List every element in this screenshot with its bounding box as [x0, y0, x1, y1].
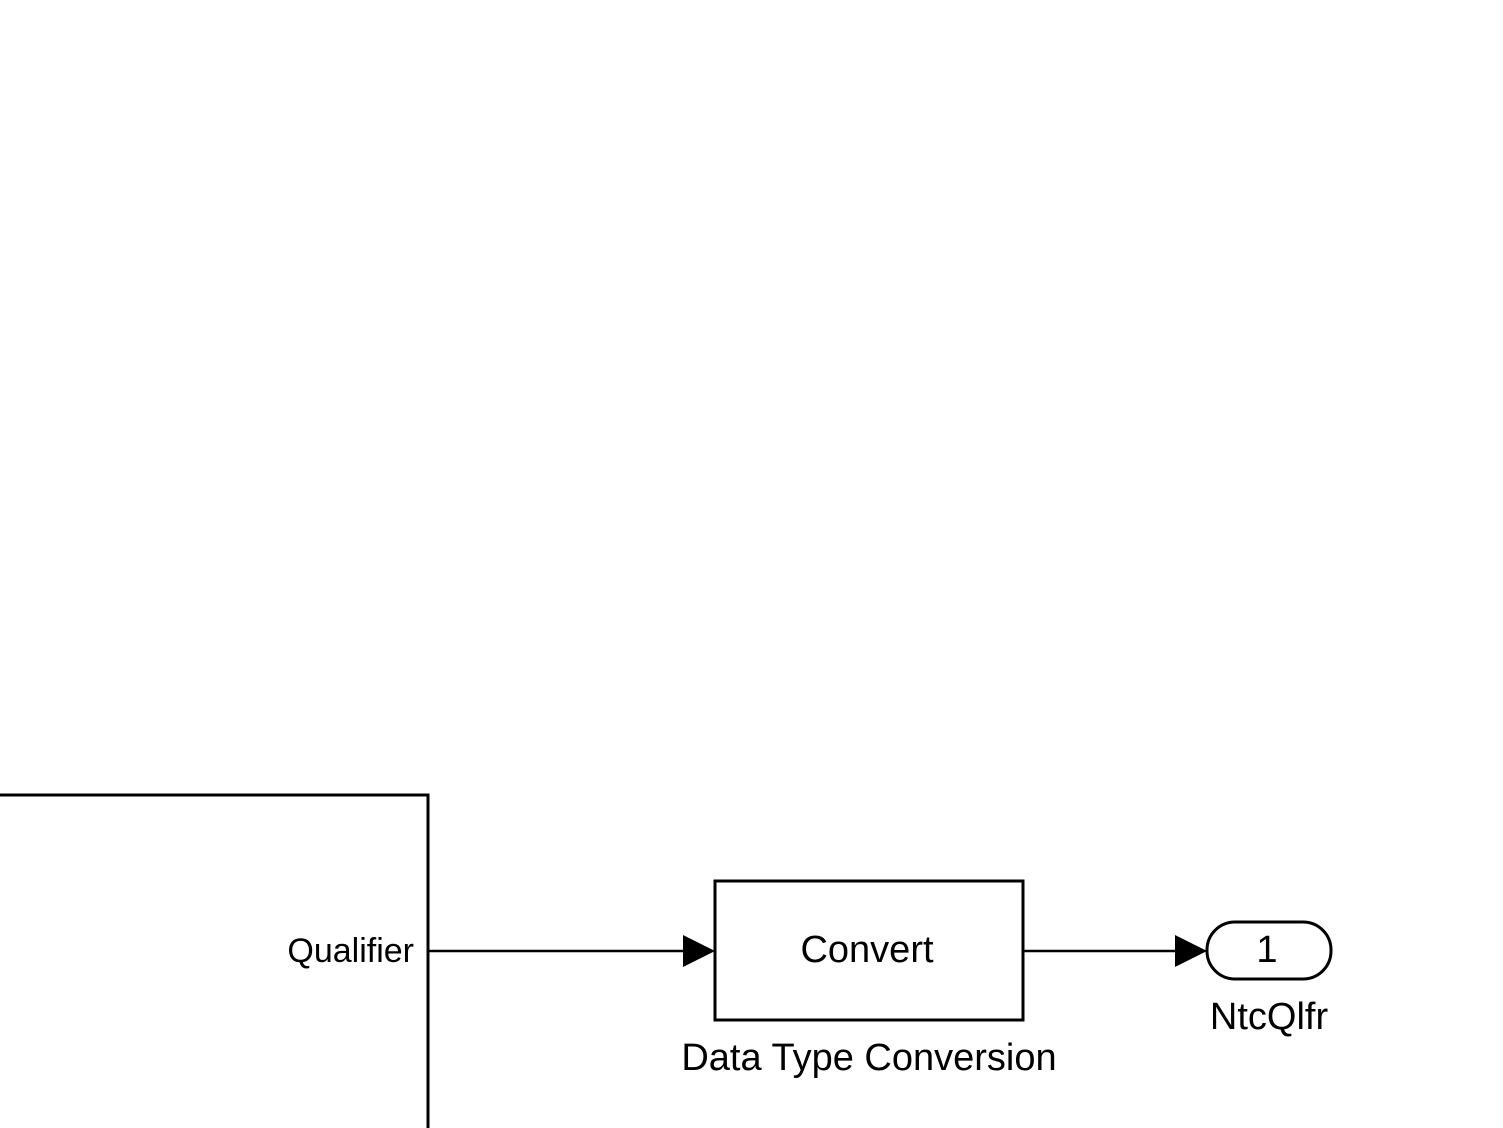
data-type-conversion-block-border	[713, 879, 1025, 1022]
outport-block-number: 1	[1256, 929, 1277, 971]
signal-line-qualifier-arrowhead	[683, 935, 715, 967]
data-type-conversion-block[interactable]: Convert Data Type Conversion	[681, 879, 1057, 1079]
subsystem-block[interactable]: Qualifier	[0, 793, 430, 1128]
data-type-conversion-block-name: Data Type Conversion	[681, 1037, 1056, 1079]
data-type-conversion-block-text: Convert	[800, 929, 933, 971]
signal-line-converted[interactable]	[1023, 935, 1207, 967]
subsystem-block-border	[0, 793, 430, 1128]
subsystem-output-port-label: Qualifier	[287, 932, 414, 970]
outport-block-border	[1205, 920, 1333, 981]
signal-line-converted-arrowhead	[1175, 935, 1207, 967]
outport-block[interactable]: 1 NtcQlfr	[1205, 920, 1333, 1038]
outport-block-name: NtcQlfr	[1210, 996, 1329, 1038]
signal-line-qualifier[interactable]	[428, 935, 715, 967]
